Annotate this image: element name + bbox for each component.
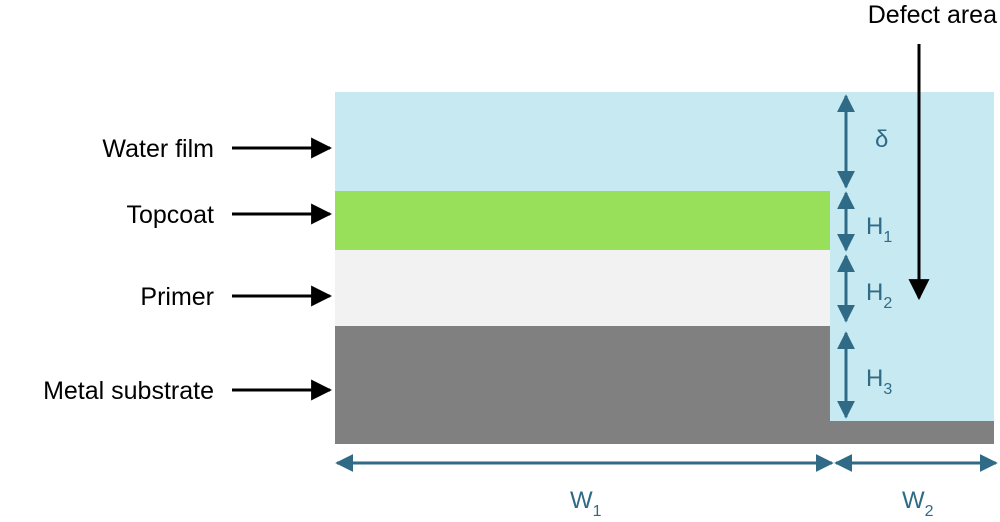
topcoat-label: Topcoat <box>126 201 214 229</box>
h2-label: H2 <box>866 279 892 312</box>
w2-label: W2 <box>902 487 934 520</box>
metal-substrate-layer <box>335 326 830 444</box>
topcoat-layer <box>335 191 830 250</box>
h1-label: H1 <box>866 213 892 246</box>
w1-label: W1 <box>570 487 602 520</box>
water-film-label: Water film <box>102 135 214 163</box>
primer-layer <box>335 250 830 326</box>
metal-substrate-label: Metal substrate <box>43 377 214 405</box>
h3-label: H3 <box>866 365 892 398</box>
primer-label: Primer <box>140 283 214 311</box>
defect-area-label: Defect area <box>868 1 997 29</box>
metal-substrate-defect-base <box>830 421 994 444</box>
delta-label: δ <box>875 126 888 153</box>
